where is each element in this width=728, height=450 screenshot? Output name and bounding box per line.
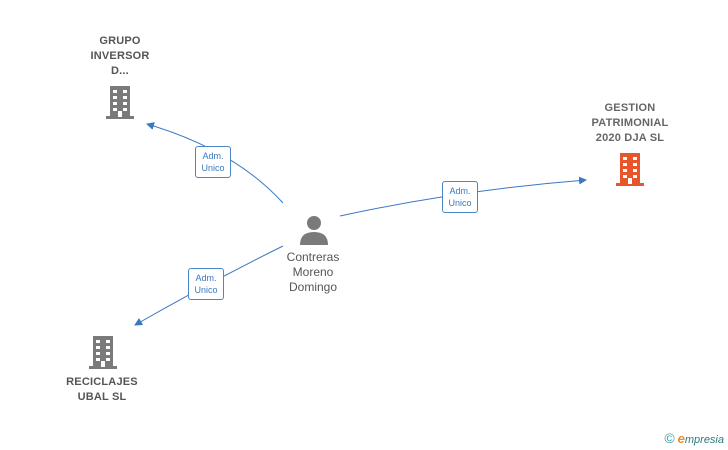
edge-label-gestion: Adm. Unico <box>442 181 478 213</box>
person-icon[interactable] <box>297 214 331 246</box>
building-icon[interactable] <box>614 151 646 187</box>
person-label[interactable]: Contreras Moreno Domingo <box>286 250 340 294</box>
edge-label-reciclajes: Adm. Unico <box>188 268 224 300</box>
copyright-icon: © <box>664 430 675 446</box>
brand-initial: e <box>677 431 685 446</box>
company-label-grupo[interactable]: GRUPO INVERSOR D... <box>90 35 150 77</box>
brand-name: mpresia <box>684 434 724 446</box>
company-label-gestion[interactable]: GESTION PATRIMONIAL 2020 DJA SL <box>591 102 669 144</box>
edge-label-grupo: Adm. Unico <box>195 146 231 178</box>
company-label-reciclajes[interactable]: RECICLAJES UBAL SL <box>66 376 138 403</box>
building-icon[interactable] <box>104 84 136 120</box>
brand-watermark: ©empresia <box>664 430 724 446</box>
building-icon[interactable] <box>87 334 119 370</box>
